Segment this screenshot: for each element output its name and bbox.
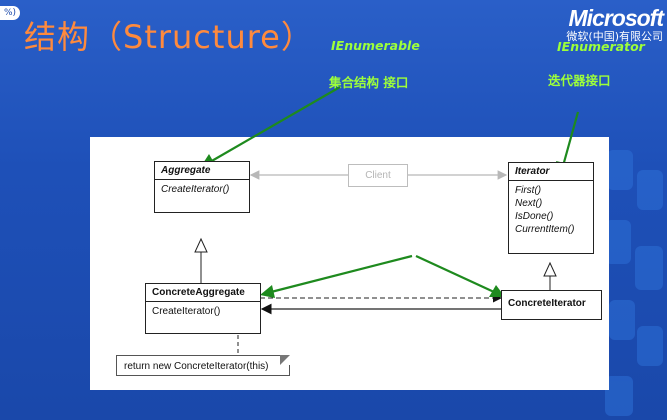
iterator-operation-currentitem: CurrentItem() (515, 224, 575, 235)
aggregate-class-box: Aggregate CreateIterator() (154, 161, 250, 213)
green-arrow-to-aggregate (209, 86, 341, 163)
code-note-text: return new ConcreteIterator(this) (124, 361, 269, 372)
aggregate-operations: CreateIterator() (155, 180, 249, 199)
concrete-iterator-class-name: ConcreteIterator (508, 298, 586, 309)
iterator-inheritance-triangle (543, 261, 557, 277)
annotation-ienumerator: IEnumerator (557, 39, 645, 54)
annotation-collection-interface: 集合结构 接口 (329, 75, 409, 90)
green-arrow-to-concrete-aggregate (270, 254, 413, 294)
concrete-aggregate-class-box: ConcreteAggregate CreateIterator() (145, 283, 261, 334)
concrete-iterator-class-box: ConcreteIterator (501, 290, 602, 320)
code-note: return new ConcreteIterator(this) (116, 355, 290, 376)
corner-badge: %) (0, 6, 20, 20)
iterator-operation-first: First() (515, 185, 542, 196)
green-arrow-to-concrete-iterator (415, 255, 495, 293)
client-box: Client (348, 164, 408, 187)
microsoft-logo: Microsoft 微软(中国)有限公司 (566, 5, 664, 44)
concrete-aggregate-class-name: ConcreteAggregate (146, 284, 260, 302)
concrete-aggregate-operations: CreateIterator() (146, 302, 260, 321)
iterator-operation-isdone: IsDone() (515, 211, 554, 222)
aggregate-class-name: Aggregate (155, 162, 249, 180)
iterator-operations: First() Next() IsDone() CurrentItem() (509, 181, 593, 239)
annotation-ienumerable: IEnumerable (331, 38, 420, 53)
aggregate-inheritance-triangle (194, 237, 208, 253)
note-fold-corner (280, 355, 290, 365)
aggregate-operation: CreateIterator() (161, 184, 230, 195)
slide-title: 结构（Structure） (24, 18, 314, 56)
background-tiles (605, 150, 663, 416)
iterator-class-name: Iterator (509, 163, 593, 181)
concrete-aggregate-operation: CreateIterator() (152, 306, 221, 317)
iterator-operation-next: Next() (515, 198, 543, 209)
annotation-iterator-interface: 迭代器接口 (548, 73, 611, 88)
green-arrow-to-iterator (561, 111, 580, 167)
iterator-class-box: Iterator First() Next() IsDone() Current… (508, 162, 594, 254)
logo-wordmark: Microsoft (568, 5, 664, 31)
logo-subtitle: 微软(中国)有限公司 (566, 30, 663, 43)
